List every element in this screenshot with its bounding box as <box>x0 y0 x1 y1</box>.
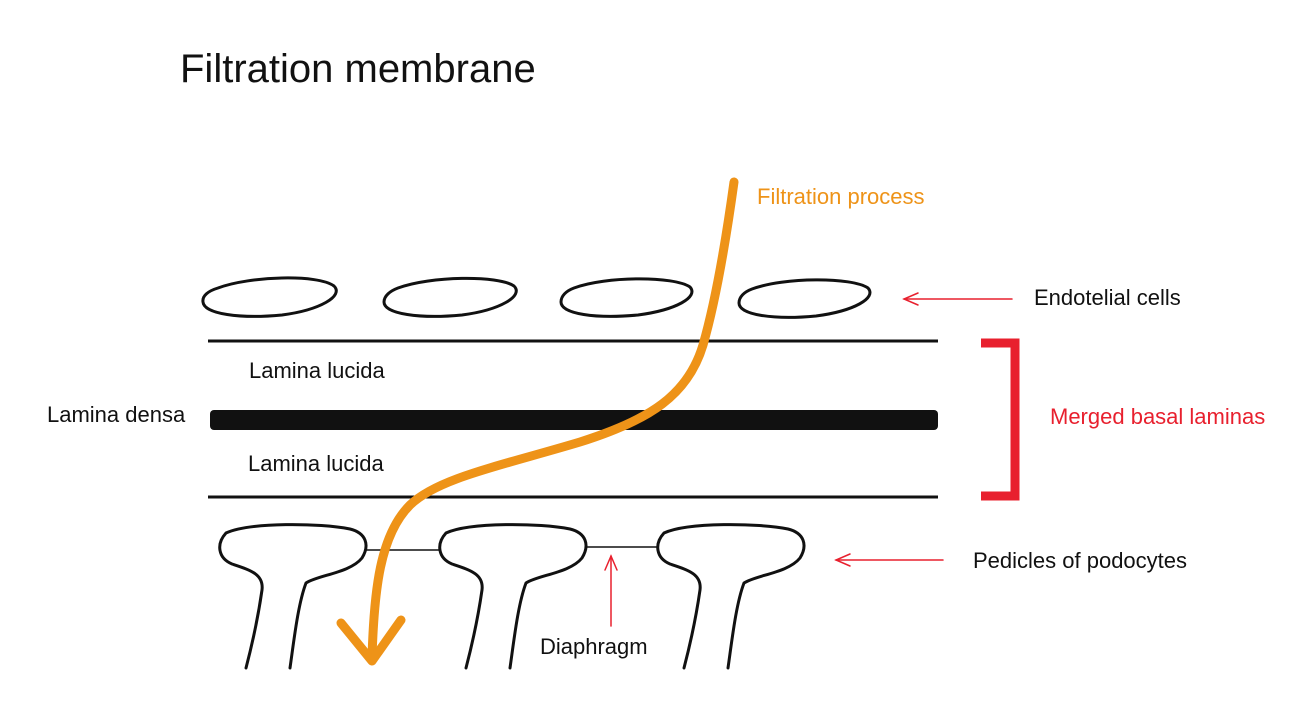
merged-basal-laminas-label: Merged basal laminas <box>1050 404 1265 429</box>
endothelial-cells <box>201 276 872 319</box>
lamina-lucida-bottom-label: Lamina lucida <box>248 451 385 476</box>
podocyte-pedicle <box>218 523 368 670</box>
filtration-process-label: Filtration process <box>757 184 925 209</box>
podocyte-pedicle <box>656 523 806 670</box>
pedicles-arrow-icon <box>834 553 944 567</box>
endothelial-cell <box>737 278 872 319</box>
merged-basal-laminas-bracket <box>981 338 1020 501</box>
lamina-densa-band <box>210 410 938 430</box>
lamina-densa-label: Lamina densa <box>47 402 186 427</box>
diaphragm-arrow-icon <box>604 554 618 627</box>
endothelial-cell <box>382 276 518 318</box>
pedicles-of-podocytes-label: Pedicles of podocytes <box>973 548 1187 573</box>
endothelial-cells-label: Endotelial cells <box>1034 285 1181 310</box>
endothelial-cell <box>559 277 694 318</box>
podocyte-pedicles <box>218 523 806 670</box>
podocyte-pedicle <box>438 523 588 670</box>
diaphragm-label: Diaphragm <box>540 634 648 659</box>
endothelial-cell <box>201 276 338 318</box>
lamina-lucida-top-label: Lamina lucida <box>249 358 386 383</box>
filtration-process-arrow-icon <box>336 177 739 666</box>
page-title: Filtration membrane <box>180 47 536 91</box>
endothelial-arrow-icon <box>902 292 1013 306</box>
pointer-arrows <box>604 292 1013 627</box>
